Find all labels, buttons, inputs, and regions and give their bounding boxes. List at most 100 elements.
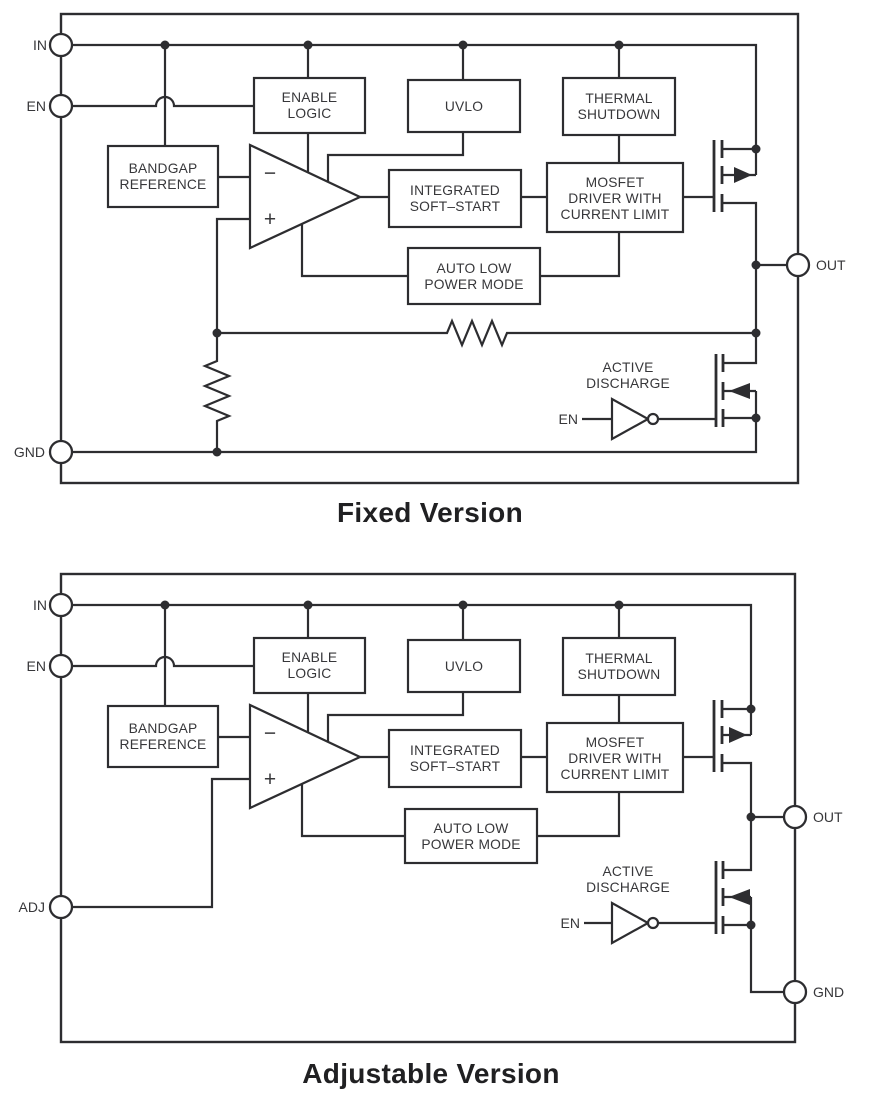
integrated-soft-start-box (387, 728, 523, 789)
inverter-gate (610, 397, 651, 441)
auto-low-power-mode-label: AUTO LOW (437, 261, 512, 276)
enable-logic-label: ENABLE (282, 90, 338, 105)
device-outline (59, 12, 800, 485)
uvlo-block: UVLO (406, 638, 522, 694)
junction-dot (746, 704, 756, 714)
integrated-soft-start-label: INTEGRATED (410, 743, 500, 758)
uvlo-box (406, 78, 522, 134)
junction-dot (751, 144, 761, 154)
active-discharge-label: DISCHARGE (586, 880, 670, 895)
mosfet-driver-block: MOSFET DRIVER WITH CURRENT LIMIT (545, 161, 685, 234)
enable-logic-label: LOGIC (288, 106, 332, 121)
mosfet-driver-label: CURRENT LIMIT (561, 767, 670, 782)
gnd-pin-label: GND (813, 984, 844, 1000)
out-pin (782, 804, 808, 830)
pass-mosfet (712, 700, 753, 872)
enable-logic-box (252, 636, 367, 695)
in-pin-label: IN (33, 37, 47, 53)
en-pin-label: EN (27, 658, 46, 674)
auto-low-power-mode-block: AUTO LOW POWER MODE (403, 807, 539, 865)
active-discharge-section: ACTIVE DISCHARGE EN (561, 861, 751, 945)
integrated-soft-start-label: INTEGRATED (410, 183, 500, 198)
junction-dot (751, 260, 761, 270)
thermal-shutdown-block: THERMAL SHUTDOWN (561, 636, 677, 697)
uvlo-label: UVLO (445, 659, 483, 674)
gnd-pin-label: GND (14, 444, 45, 460)
out-pin-label: OUT (813, 809, 843, 825)
lower-feedback-resistor (202, 333, 232, 452)
adj-pin (48, 894, 74, 920)
auto-low-power-mode-block: AUTO LOW POWER MODE (406, 246, 542, 306)
enable-logic-block: ENABLE LOGIC (252, 76, 367, 135)
auto-low-power-mode-label: POWER MODE (421, 837, 520, 852)
enable-logic-block: ENABLE LOGIC (252, 636, 367, 695)
mosfet-driver-label: DRIVER WITH (568, 191, 661, 206)
adj-pin-label: ADJ (19, 899, 45, 915)
thermal-shutdown-label: THERMAL (585, 91, 652, 106)
enable-logic-box (252, 76, 367, 135)
in-pin (48, 32, 74, 58)
bandgap-reference-label: BANDGAP (129, 721, 198, 736)
integrated-soft-start-label: SOFT–START (410, 759, 501, 774)
en-wire-with-hop (72, 655, 254, 668)
junction-dot (458, 600, 468, 610)
in-pin-label: IN (33, 597, 47, 613)
junction-dot (303, 600, 313, 610)
wires (72, 603, 784, 994)
pins: IN EN GND OUT (14, 32, 846, 465)
thermal-shutdown-label: THERMAL (585, 651, 652, 666)
mosfet-driver-label: MOSFET (586, 175, 645, 190)
opamp-minus-sign: − (264, 722, 276, 745)
junction-dot (212, 328, 222, 338)
mosfet-body-arrow-icon (734, 167, 752, 183)
out-pin (785, 252, 811, 278)
inverter-en-label: EN (559, 411, 578, 427)
junction-dot (751, 413, 761, 423)
discharge-body-arrow-icon (729, 383, 750, 399)
thermal-shutdown-box (561, 76, 677, 137)
upper-feedback-resistor (217, 318, 756, 348)
en-pin (48, 93, 74, 119)
opamp-triangle (248, 703, 363, 810)
inverter-bubble (646, 412, 660, 426)
mosfet-driver-block: MOSFET DRIVER WITH CURRENT LIMIT (545, 721, 685, 794)
uvlo-box (406, 638, 522, 694)
mosfet-driver-label: CURRENT LIMIT (561, 207, 670, 222)
auto-low-power-wires (300, 223, 621, 278)
active-discharge-section: ACTIVE DISCHARGE EN (559, 354, 756, 441)
opamp-triangle (248, 143, 363, 250)
auto-low-power-mode-label: AUTO LOW (434, 821, 509, 836)
integrated-soft-start-box (387, 168, 523, 229)
inverter-gate (610, 901, 651, 945)
gnd-wire (749, 897, 784, 994)
bandgap-reference-label: BANDGAP (129, 161, 198, 176)
auto-low-power-wires (300, 783, 621, 838)
uvlo-wires (326, 45, 465, 182)
mosfet-driver-box (545, 721, 685, 794)
enable-logic-label: ENABLE (282, 650, 338, 665)
mosfet-source-wire (722, 201, 758, 365)
bandgap-reference-label: REFERENCE (120, 177, 207, 192)
junction-dot (746, 812, 756, 822)
error-amplifier: − + (248, 703, 363, 810)
junction-dot (614, 40, 624, 50)
junction-dots (160, 600, 756, 930)
discharge-body-arrow-icon (729, 889, 750, 905)
pass-mosfet (712, 140, 758, 365)
integrated-soft-start-block: INTEGRATED SOFT–START (387, 168, 523, 229)
auto-low-power-mode-box (406, 246, 542, 306)
enable-logic-label: LOGIC (288, 666, 332, 681)
figure-title: Adjustable Version (302, 1058, 559, 1089)
uvlo-wires (326, 605, 465, 742)
bandgap-reference-block: BANDGAP REFERENCE (106, 144, 220, 209)
thermal-shutdown-block: THERMAL SHUTDOWN (561, 76, 677, 137)
thermal-shutdown-label: SHUTDOWN (578, 107, 661, 122)
auto-low-power-mode-box (403, 807, 539, 865)
uvlo-label: UVLO (445, 99, 483, 114)
integrated-soft-start-label: SOFT–START (410, 199, 501, 214)
junction-dot (751, 328, 761, 338)
bandgap-reference-label: REFERENCE (120, 737, 207, 752)
error-amplifier: − + (248, 143, 363, 250)
opamp-minus-sign: − (264, 162, 276, 185)
